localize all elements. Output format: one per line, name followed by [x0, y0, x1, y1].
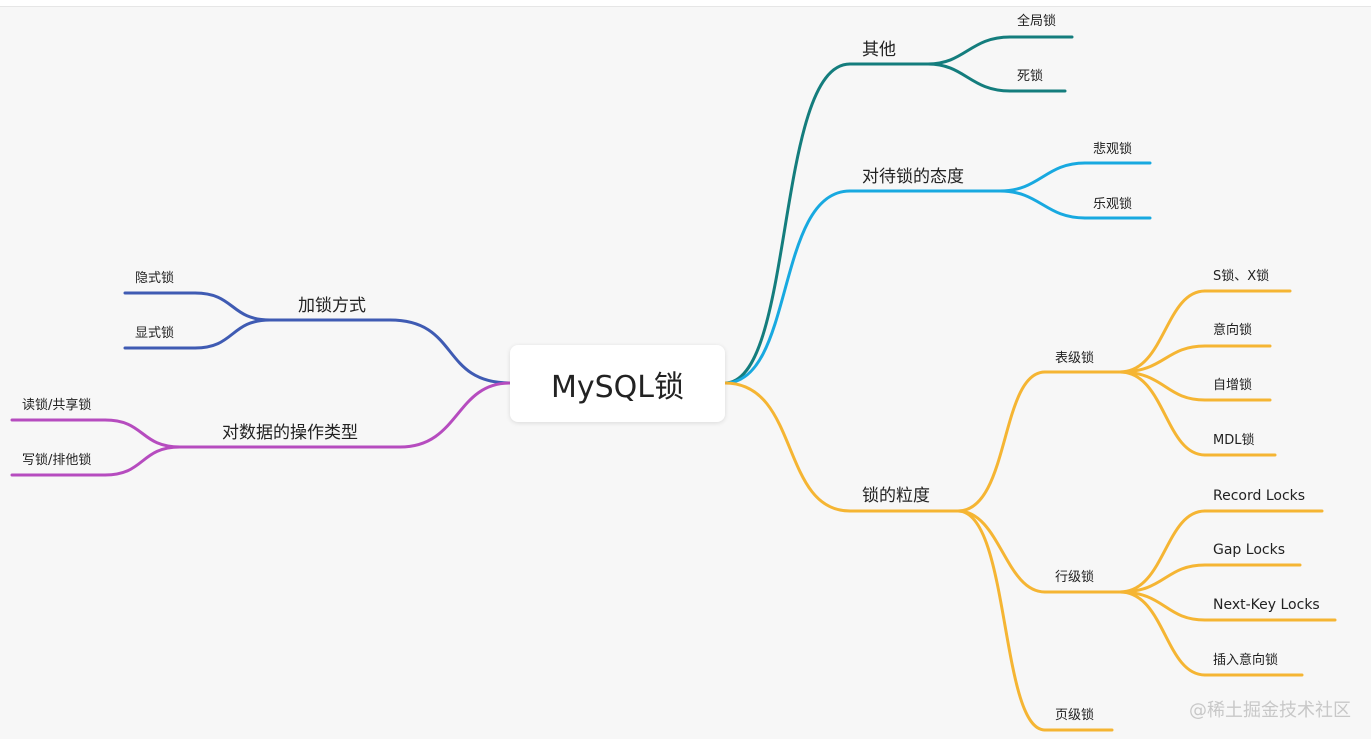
node-global-lock[interactable]: 全局锁	[1017, 13, 1056, 29]
node-write-lock[interactable]: 写锁/排他锁	[22, 452, 91, 468]
connector-other-global	[926, 35, 1012, 66]
connector-row-insert-intent	[1118, 590, 1207, 677]
node-record-locks[interactable]: Record Locks	[1213, 488, 1305, 504]
connector-operation-read	[103, 418, 182, 449]
connector-root-attitude	[723, 189, 852, 385]
connector-method-explicit	[193, 318, 272, 350]
branch-operation	[10, 381, 512, 477]
root-node[interactable]: MySQL锁	[510, 345, 725, 422]
connector-method-implicit	[193, 291, 272, 322]
node-mdl-lock[interactable]: MDL锁	[1213, 432, 1254, 448]
branch-other	[723, 35, 1074, 385]
node-attitude[interactable]: 对待锁的态度	[862, 167, 964, 187]
node-read-lock[interactable]: 读锁/共享锁	[22, 397, 91, 413]
connector-root-operation	[398, 381, 512, 449]
connector-operation-write	[103, 445, 182, 477]
node-nextkey-locks[interactable]: Next-Key Locks	[1213, 597, 1320, 613]
node-pessimistic-lock[interactable]: 悲观锁	[1093, 141, 1132, 157]
connector-root-other	[723, 62, 852, 385]
branch-attitude	[723, 161, 1152, 385]
node-table-lock[interactable]: 表级锁	[1055, 350, 1094, 366]
connector-other-dead	[926, 62, 1012, 93]
connector-root-method	[388, 318, 512, 385]
top-border	[0, 0, 1371, 7]
connector-granularity-row	[956, 509, 1047, 594]
node-intent-lock[interactable]: 意向锁	[1213, 322, 1252, 338]
connector-row-nextkey	[1118, 590, 1207, 622]
connector-table-sx	[1118, 289, 1207, 374]
connector-granularity-page	[956, 509, 1047, 732]
connector-attitude-pessimistic	[998, 161, 1087, 193]
connector-attitude-optimistic	[998, 189, 1087, 220]
connector-row-record	[1118, 509, 1207, 594]
node-dead-lock[interactable]: 死锁	[1017, 68, 1043, 84]
node-autoinc-lock[interactable]: 自增锁	[1213, 377, 1252, 393]
connector-granularity-table	[956, 370, 1047, 513]
connector-root-granularity	[723, 381, 852, 513]
branch-granularity	[723, 289, 1337, 732]
node-insert-intent-lock[interactable]: 插入意向锁	[1213, 652, 1278, 668]
watermark: @稀土掘金技术社区	[1189, 700, 1351, 721]
node-implicit-lock[interactable]: 隐式锁	[135, 270, 174, 286]
root-label: MySQL锁	[550, 369, 684, 405]
node-optimistic-lock[interactable]: 乐观锁	[1093, 196, 1132, 212]
node-row-lock[interactable]: 行级锁	[1055, 569, 1094, 585]
node-gap-locks[interactable]: Gap Locks	[1213, 542, 1285, 558]
node-method[interactable]: 加锁方式	[298, 296, 366, 316]
node-sx-lock[interactable]: S锁、X锁	[1213, 268, 1269, 284]
node-page-lock[interactable]: 页级锁	[1055, 707, 1094, 723]
node-granularity[interactable]: 锁的粒度	[862, 486, 930, 506]
branch-method	[123, 291, 512, 385]
connector-row-gap	[1118, 563, 1207, 594]
node-other[interactable]: 其他	[862, 40, 896, 60]
connector-table-mdl	[1118, 370, 1207, 457]
node-operation[interactable]: 对数据的操作类型	[222, 423, 358, 443]
connector-table-autoinc	[1118, 370, 1207, 402]
connector-table-intent	[1118, 344, 1207, 374]
node-explicit-lock[interactable]: 显式锁	[135, 325, 174, 341]
